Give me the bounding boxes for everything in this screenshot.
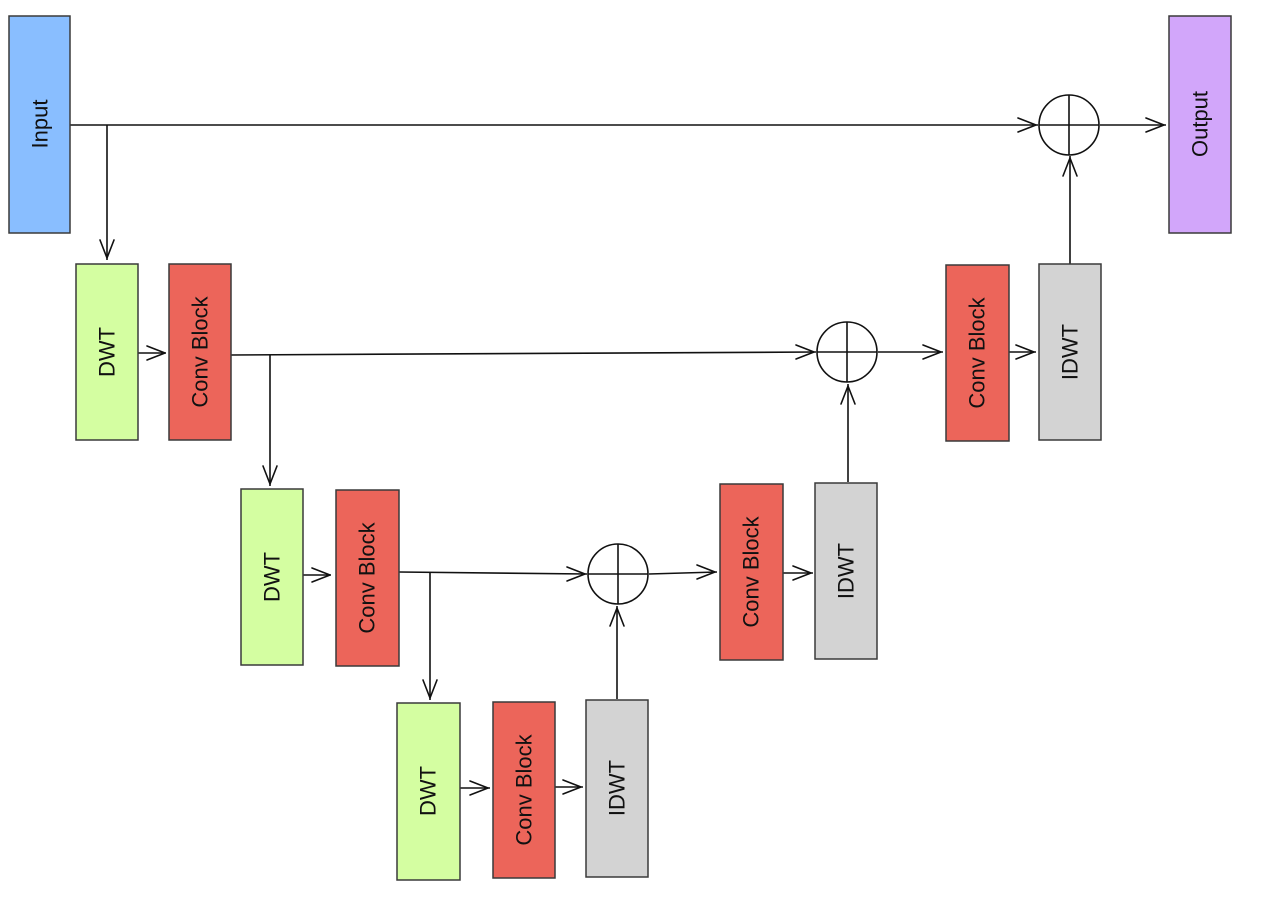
- input-block: Input: [8, 15, 71, 234]
- dwt-block-level-3: DWT: [396, 702, 461, 881]
- arrowhead: [795, 344, 815, 360]
- arrowhead: [146, 345, 166, 361]
- arrowhead: [696, 564, 716, 580]
- skip-wire-level-1: [230, 351, 817, 356]
- wire-sum-3-to-conv-dec-2: [648, 571, 718, 575]
- idwt-block-level-2: IDWT: [814, 482, 878, 660]
- input-label: Input: [28, 100, 53, 149]
- arrowhead: [566, 566, 586, 582]
- idwt-label: IDWT: [834, 543, 859, 599]
- arrowhead: [1062, 157, 1078, 177]
- idwt-block-level-1: IDWT: [1038, 263, 1102, 441]
- conv-block-label: Conv Block: [355, 521, 380, 633]
- arrowhead: [422, 679, 438, 699]
- conv-block-label: Conv Block: [512, 733, 537, 845]
- conv-block-label: Conv Block: [188, 295, 213, 407]
- sum-node-level-1: [816, 321, 878, 383]
- arrowhead: [311, 567, 331, 583]
- arrowhead: [1017, 117, 1037, 133]
- output-label: Output: [1188, 91, 1213, 157]
- arrowhead: [609, 607, 625, 627]
- dwt-label: DWT: [95, 327, 120, 377]
- dwt-label: DWT: [416, 766, 441, 816]
- arrowhead: [1015, 344, 1035, 360]
- connections: [70, 124, 1166, 789]
- conv-block-label: Conv Block: [739, 515, 764, 627]
- arrowhead: [840, 385, 856, 405]
- conv-block-bottleneck: Conv Block: [492, 701, 556, 879]
- idwt-block-level-3: IDWT: [585, 699, 649, 878]
- dwt-block-level-1: DWT: [75, 263, 139, 441]
- arrowhead: [792, 565, 812, 581]
- dwt-label: DWT: [260, 552, 285, 602]
- idwt-label: IDWT: [605, 760, 630, 816]
- idwt-label: IDWT: [1058, 324, 1083, 380]
- skip-wire-level-2: [398, 571, 588, 575]
- sum-node-level-0: [1038, 94, 1100, 156]
- arrowhead: [99, 239, 115, 259]
- output-block: Output: [1168, 15, 1232, 234]
- arrowhead: [469, 780, 489, 796]
- arrowhead: [922, 344, 942, 360]
- arrowheads: [99, 117, 1165, 796]
- dwt-block-level-2: DWT: [240, 488, 304, 666]
- arrowhead: [1145, 117, 1165, 133]
- arrowhead: [262, 465, 278, 485]
- conv-block-decoder-level-2: Conv Block: [719, 483, 784, 661]
- arrowhead: [562, 779, 582, 795]
- sum-node-level-2: [587, 543, 649, 605]
- conv-block-encoder-level-2: Conv Block: [335, 489, 400, 667]
- conv-block-decoder-level-1: Conv Block: [945, 264, 1010, 442]
- conv-block-label: Conv Block: [965, 296, 990, 408]
- conv-block-encoder-level-1: Conv Block: [168, 263, 232, 441]
